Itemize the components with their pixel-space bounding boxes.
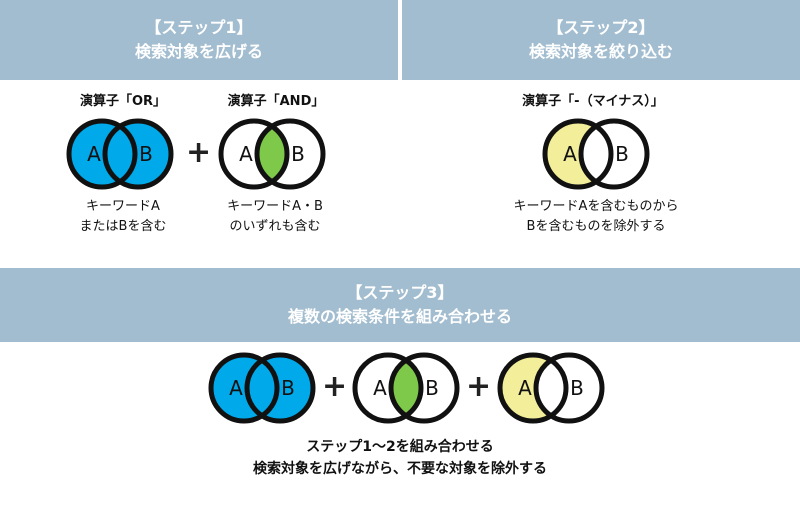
intersection-fill bbox=[257, 121, 287, 187]
circle-b-fill bbox=[247, 355, 313, 421]
label-b: B bbox=[570, 376, 584, 400]
label-b: B bbox=[615, 142, 629, 166]
circle-a-outline bbox=[542, 118, 614, 190]
label-b: B bbox=[425, 376, 439, 400]
plus-sign-1: + bbox=[322, 369, 348, 404]
circle-a-outline bbox=[352, 352, 424, 424]
minus-caption: キーワードAを含むものから Bを含むものを除外する bbox=[476, 197, 716, 237]
label-a: A bbox=[373, 376, 387, 400]
plus-sign-2: + bbox=[466, 369, 492, 404]
or-caption-line2: またはBを含む bbox=[79, 219, 167, 234]
circle-a-outline bbox=[66, 118, 138, 190]
label-b: B bbox=[291, 142, 305, 166]
step2-banner: 【ステップ2】 検索対象を絞り込む bbox=[402, 0, 800, 80]
circle-b-outline bbox=[244, 352, 316, 424]
circle-b-outline bbox=[102, 118, 174, 190]
minus-caption-line2: Bを含むものを除外する bbox=[526, 219, 666, 234]
and-caption-line2: のいずれも含む bbox=[229, 219, 321, 234]
circle-a-outline bbox=[208, 352, 280, 424]
step1-subtitle: 検索対象を広げる bbox=[134, 42, 263, 61]
step2-title: 【ステップ2】 bbox=[547, 18, 655, 37]
label-b: B bbox=[139, 142, 153, 166]
label-a: A bbox=[518, 376, 532, 400]
label-a: A bbox=[87, 142, 101, 166]
step1-title: 【ステップ1】 bbox=[145, 18, 253, 37]
or-caption-line1: キーワードA bbox=[86, 199, 160, 214]
circle-a-outline bbox=[497, 352, 569, 424]
and-caption: キーワードA・B のいずれも含む bbox=[200, 197, 350, 237]
circle-b-outline bbox=[578, 118, 650, 190]
minus-caption-line1: キーワードAを含むものから bbox=[513, 199, 679, 214]
step2-subtitle: 検索対象を絞り込む bbox=[528, 42, 673, 61]
minus-operator-label: 演算子「-（マイナス）」 bbox=[522, 94, 664, 109]
label-a: A bbox=[239, 142, 253, 166]
excluded-fill bbox=[581, 121, 611, 187]
label-a: A bbox=[229, 376, 243, 400]
circle-a-outline bbox=[218, 118, 290, 190]
plus-sign: + bbox=[186, 135, 212, 170]
summary-line1: ステップ1〜2を組み合わせる bbox=[306, 439, 494, 455]
step3-banner: 【ステップ3】 複数の検索条件を組み合わせる bbox=[0, 268, 800, 342]
or-operator-label: 演算子「OR」 bbox=[79, 94, 167, 109]
and-operator-label: 演算子「AND」 bbox=[227, 94, 325, 109]
or-caption: キーワードA またはBを含む bbox=[48, 197, 198, 237]
circle-b-outline bbox=[533, 352, 605, 424]
circle-b-outline bbox=[388, 352, 460, 424]
intersection-fill bbox=[391, 355, 421, 421]
step1-banner: 【ステップ1】 検索対象を広げる bbox=[0, 0, 398, 80]
circle-b-fill bbox=[105, 121, 171, 187]
circle-b-outline bbox=[254, 118, 326, 190]
summary-line2: 検索対象を広げながら、不要な対象を除外する bbox=[253, 461, 547, 477]
step3-title: 【ステップ3】 bbox=[346, 283, 454, 302]
step3-subtitle: 複数の検索条件を組み合わせる bbox=[287, 307, 512, 326]
step3-summary: ステップ1〜2を組み合わせる 検索対象を広げながら、不要な対象を除外する bbox=[150, 436, 650, 480]
and-caption-line1: キーワードA・B bbox=[227, 199, 323, 214]
label-a: A bbox=[563, 142, 577, 166]
label-b: B bbox=[281, 376, 295, 400]
excluded-fill bbox=[536, 355, 566, 421]
